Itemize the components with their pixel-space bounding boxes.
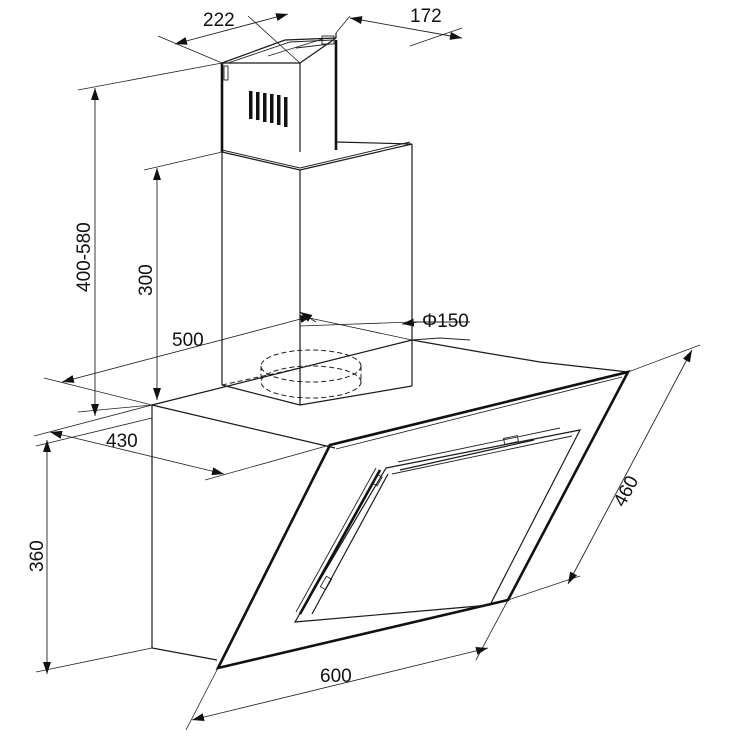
dim-duct-diameter: Φ150 (299, 311, 470, 332)
dim-body-height: 360 (27, 417, 153, 674)
dim-chimney-width: 222 (157, 10, 301, 64)
dim-body-depth: 430 (33, 404, 331, 481)
glass-height-label: 460 (610, 472, 643, 510)
duct-diameter-label: Φ150 (422, 311, 469, 332)
canopy-depth-label: 500 (172, 330, 204, 351)
hood-width-label: 600 (320, 666, 352, 687)
chimney-height-label: 300 (136, 264, 157, 296)
body-height-label: 360 (27, 540, 48, 572)
body-depth-label: 430 (106, 431, 138, 452)
dim-hood-width: 600 (185, 599, 509, 731)
chimney-upper (220, 33, 338, 152)
hood-body (151, 337, 631, 670)
chimney-width-label: 222 (203, 10, 235, 31)
chimney-depth-label: 172 (410, 6, 442, 27)
chimney-lower (221, 141, 413, 406)
dim-canopy-depth: 500 (43, 315, 413, 406)
dim-total-height: 400-580 (74, 62, 223, 416)
dim-glass-height: 460 (507, 344, 701, 601)
total-height-label: 400-580 (74, 222, 95, 292)
vent-slots-icon (249, 91, 288, 127)
dim-chimney-height: 300 (136, 151, 223, 400)
dim-chimney-depth: 172 (335, 6, 463, 47)
